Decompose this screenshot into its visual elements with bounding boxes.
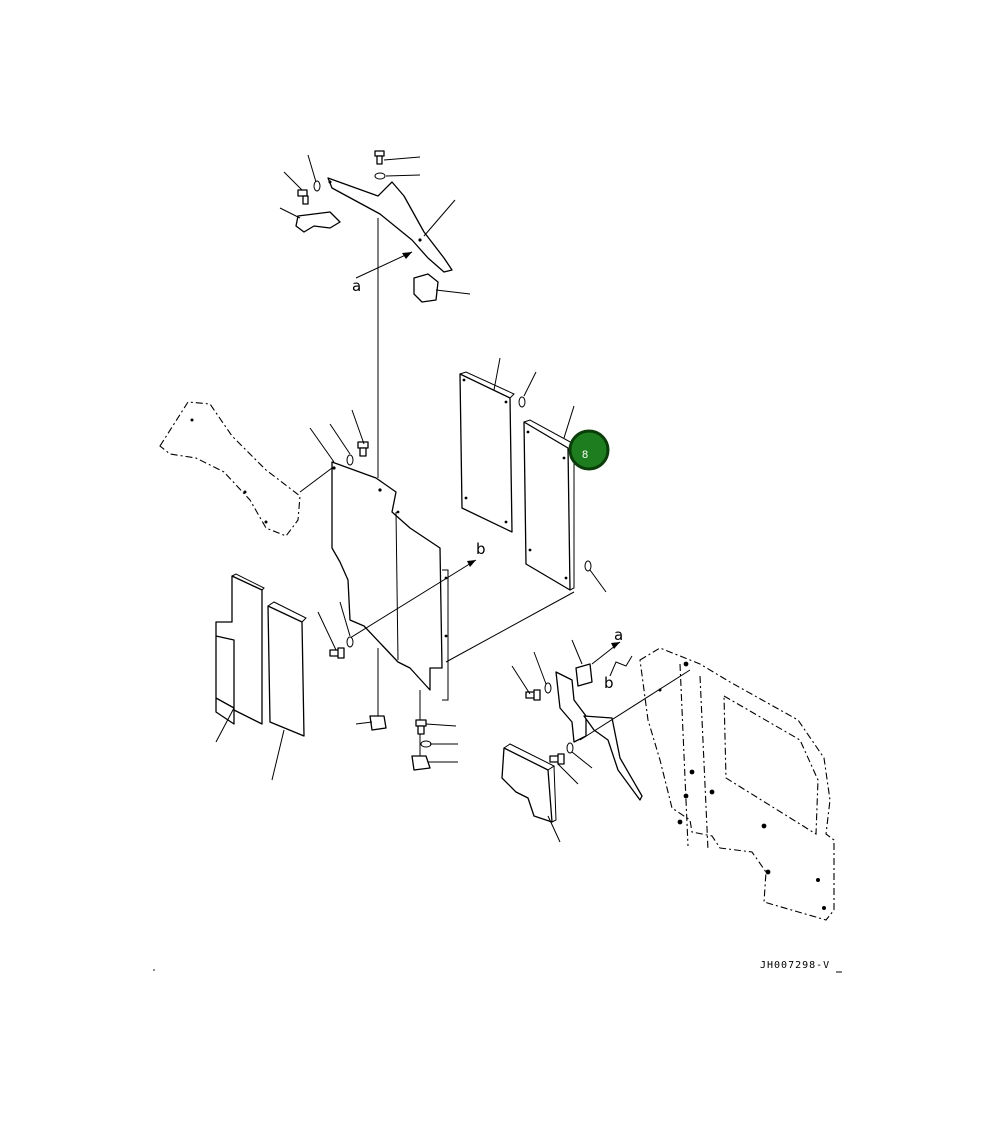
- ref-label-b-mid: b: [476, 540, 486, 558]
- callout-number: 8: [582, 449, 588, 461]
- lower-bolt: [415, 719, 427, 735]
- small-grommet-1: [518, 396, 526, 408]
- center-washer-1: [346, 454, 354, 466]
- left-frame-part: [159, 401, 301, 537]
- foam-pad-left-1: [215, 573, 265, 725]
- center-bolt-2: [329, 647, 345, 659]
- left-top-washer: [313, 180, 321, 192]
- panel-front-part: [523, 419, 575, 591]
- bracket-plate-part: [555, 671, 643, 801]
- lower-washer: [420, 740, 432, 748]
- right-bolt-2: [549, 753, 565, 765]
- ref-label-a-bottom: a: [614, 626, 623, 644]
- small-pad-part: [575, 663, 593, 687]
- center-panel-part: [331, 461, 449, 701]
- panel-back-part: [459, 371, 515, 533]
- top-washer-1: [374, 172, 386, 180]
- top-bolt-1: [374, 150, 385, 165]
- ref-label-a-top: a: [352, 277, 361, 295]
- right-washer-2: [566, 742, 574, 754]
- center-bolt-1: [357, 441, 369, 457]
- right-washer-1: [544, 682, 552, 694]
- ref-label-b-bottom: b: [604, 674, 614, 692]
- b-bracket-mark: [609, 655, 633, 677]
- center-washer-2: [346, 636, 354, 648]
- small-grommet-2: [584, 560, 592, 572]
- left-top-bolt: [297, 189, 309, 205]
- right-frame-part: [639, 647, 835, 921]
- foam-pad-left-2: [267, 601, 307, 737]
- foam-block-part: [501, 743, 557, 823]
- lower-clip-1: [369, 715, 387, 731]
- callout-badge[interactable]: 8: [568, 429, 610, 471]
- rubber-block-part: [413, 273, 439, 303]
- drawing-code: JH007298-V: [760, 960, 830, 971]
- top-bracket-part: [327, 177, 453, 273]
- right-bolt-1: [525, 689, 541, 701]
- small-clip-part: [295, 211, 341, 233]
- lower-clip-2: [411, 755, 431, 771]
